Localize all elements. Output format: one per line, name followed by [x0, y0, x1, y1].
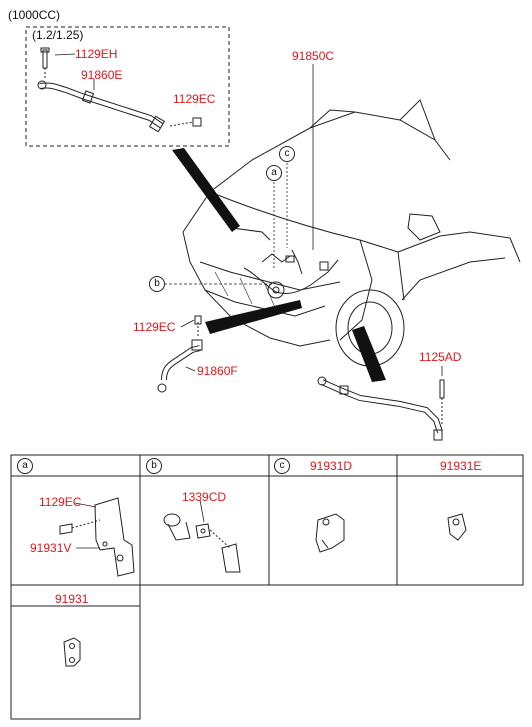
- harness-upper: [231, 227, 271, 241]
- car-headlight-side: [339, 239, 373, 341]
- part-number-91850c[interactable]: 91850C: [292, 49, 335, 63]
- part-number-1129ec-inset[interactable]: 1129EC: [173, 92, 216, 106]
- connector: [163, 513, 181, 527]
- bolt-1129ec-inset: [192, 117, 202, 127]
- marker-a[interactable]: a: [266, 165, 282, 181]
- cell-b-part-1339cd[interactable]: 1339CD: [182, 490, 227, 504]
- car-side-top: [397, 231, 521, 263]
- bracket-91931v: [94, 497, 135, 577]
- bolt-1129ec-cell: [59, 523, 73, 535]
- swoosh-ground-cable: [352, 326, 386, 382]
- table-header-91931e[interactable]: 91931E: [440, 459, 482, 473]
- part-number-1129eh[interactable]: 1129EH: [75, 47, 118, 61]
- car-hood-edge: [182, 111, 451, 233]
- clip-91931: [63, 637, 81, 667]
- bracket-91931d: [315, 513, 345, 553]
- part-number-1129ec[interactable]: 1129EC: [133, 320, 176, 334]
- variant-note: (1000CC): [8, 8, 61, 22]
- clip-b: [221, 543, 241, 573]
- cable-91860e-outline: [39, 82, 164, 129]
- cable-91860f-terminal: [157, 383, 167, 393]
- nut-1339cd: [195, 523, 211, 539]
- bolt-1125ad: [439, 379, 445, 399]
- car-a-pillar: [399, 99, 436, 141]
- marker-b[interactable]: b: [149, 276, 165, 292]
- cell-a-part-91931v[interactable]: 91931V: [30, 541, 72, 555]
- table-header-91931[interactable]: 91931: [55, 592, 89, 606]
- clip-91931e: [447, 513, 467, 541]
- bolt-1129eh-head: [40, 47, 50, 53]
- inset-box: [25, 26, 230, 147]
- car-wheel-arch: [401, 257, 506, 301]
- harness-junction: [267, 281, 285, 299]
- table-row2: [10, 584, 141, 720]
- bolt-1129ec: [194, 315, 202, 325]
- car-hood-seam: [209, 191, 399, 253]
- car-front-bumper: [182, 231, 331, 347]
- cable-91860e-end: [148, 115, 166, 133]
- part-number-91860e[interactable]: 91860E: [81, 68, 123, 82]
- marker-c[interactable]: c: [279, 146, 295, 162]
- bolt-1129eh: [42, 49, 48, 69]
- car-grille-top: [199, 261, 341, 291]
- part-number-91860f[interactable]: 91860F: [197, 364, 238, 378]
- table-header-91931d[interactable]: 91931D: [310, 459, 353, 473]
- cable-91860e-clip: [81, 90, 95, 104]
- cable-91860e-fill: [39, 83, 164, 128]
- cable-91860e-terminal: [37, 80, 47, 90]
- harness-main: [243, 259, 339, 295]
- car-windshield-base: [309, 109, 356, 129]
- car-mirror: [407, 213, 441, 241]
- inset-ratio: (1.2/1.25): [32, 28, 84, 42]
- table-row1: [10, 454, 524, 586]
- swoosh-inset-to-car: [172, 148, 240, 232]
- swoosh-battery-cable: [205, 300, 302, 334]
- part-number-1125ad[interactable]: 1125AD: [419, 350, 462, 364]
- table-marker-c: c: [274, 458, 290, 474]
- cell-a-part-1129ec[interactable]: 1129EC: [39, 495, 82, 509]
- table-marker-a: a: [17, 458, 33, 474]
- table-marker-b: b: [146, 458, 162, 474]
- bolt-1129ec-inset-dash: [169, 121, 194, 127]
